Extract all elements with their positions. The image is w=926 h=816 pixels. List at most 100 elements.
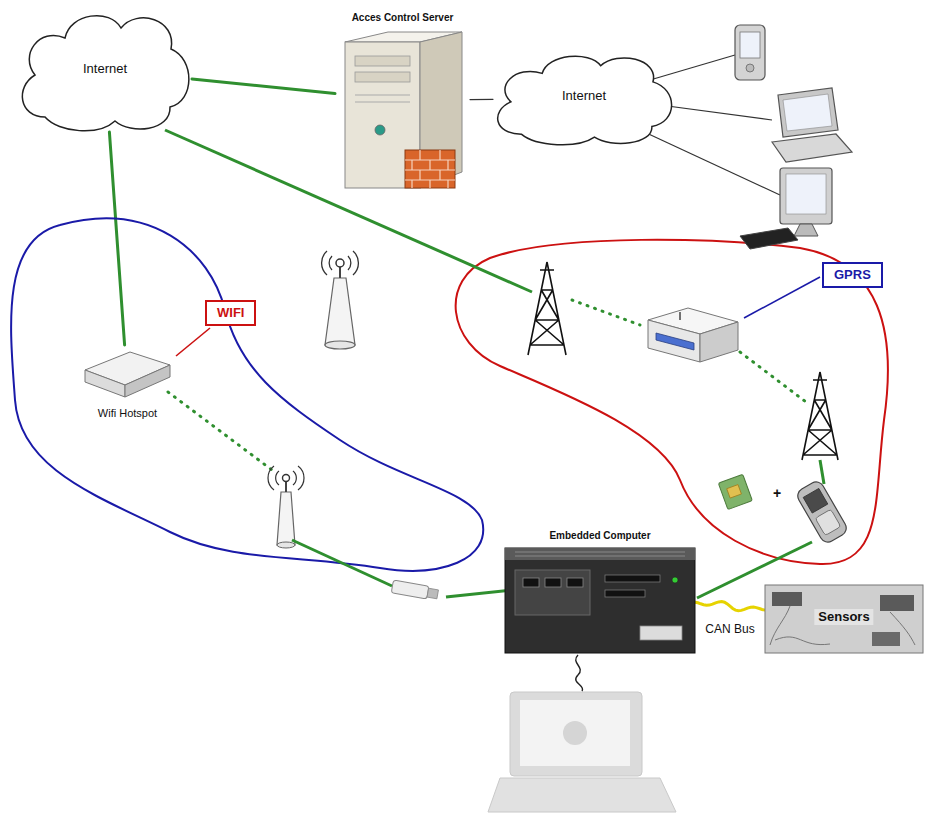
tablet-screen: [520, 700, 630, 766]
wifi-region: [11, 218, 483, 570]
wireless-link: [168, 392, 272, 470]
network-link: [470, 99, 493, 100]
sensor-wires: [770, 606, 915, 645]
firewall-bricks: [405, 150, 455, 188]
sensor-box: [772, 592, 802, 606]
keyboard-icon: [488, 778, 676, 812]
brand-plate: [640, 626, 682, 640]
sensor-box: [872, 632, 900, 646]
server-drive: [355, 72, 410, 82]
sensor-node: Sensors: [765, 585, 923, 653]
device-link: [650, 55, 735, 80]
antenna-tip: [336, 259, 344, 267]
hotspot-side: [125, 365, 170, 397]
gsm-tower: [528, 262, 566, 355]
sensor-box: [880, 595, 914, 611]
wireless-link: [572, 300, 640, 325]
firewall-icon: [405, 150, 455, 188]
dongle-plug: [427, 588, 438, 599]
node-label: WIFI: [217, 305, 244, 321]
sim-card: [718, 474, 752, 509]
device-link: [660, 105, 772, 120]
tablet-terminal: [488, 692, 676, 812]
computer-panel: [515, 570, 590, 615]
antenna-base: [325, 341, 355, 349]
tablet-cable: [576, 655, 583, 691]
device-link: [640, 130, 780, 195]
node-label: Embedded Computer: [549, 530, 650, 542]
antenna-mast: [285, 481, 287, 492]
server-vent: [355, 102, 410, 103]
sim-body: [718, 474, 752, 509]
server-node: Acces Control Server: [335, 8, 470, 193]
internet-cloud: Internet: [15, 5, 195, 135]
network-link: [109, 132, 124, 345]
sim-chip: [727, 485, 742, 499]
cloud-shape: [22, 16, 189, 131]
card-slot: [605, 590, 645, 597]
internet-cloud: Internet: [490, 48, 678, 148]
cable-link: [820, 460, 824, 484]
modem-side: [700, 322, 738, 362]
sensor-board: [765, 585, 923, 653]
laptop-screen: [778, 88, 838, 137]
pda-icon: [735, 25, 765, 80]
computer-port: [523, 578, 539, 587]
node-label: Internet: [562, 88, 606, 104]
cloud-shape: [498, 56, 672, 145]
server-power: [375, 125, 385, 135]
usb-dongle: [391, 580, 439, 601]
node-label: Wifi Hotspot: [98, 407, 157, 420]
hotspot-node: Wifi Hotspot: [80, 345, 175, 425]
pda-button: [746, 64, 754, 72]
node-label: GPRS: [834, 267, 871, 283]
server-drive: [355, 56, 410, 66]
computer-body: [505, 548, 695, 653]
antenna-icon: [277, 492, 295, 545]
wireless-link: [740, 352, 806, 402]
node-label: Acces Control Server: [352, 12, 454, 24]
power-led: [672, 577, 678, 583]
monitor-screen: [786, 174, 826, 214]
server-vent: [355, 95, 410, 96]
dongle-body: [391, 580, 429, 599]
cable-link: [446, 590, 512, 597]
tablet-body: [510, 692, 642, 776]
radio-waves: [268, 466, 304, 490]
computer-top: [505, 548, 695, 560]
callout-box: GPRS: [822, 262, 883, 288]
laptop-display: [783, 94, 832, 131]
node-label: Internet: [83, 61, 127, 77]
card-slot: [605, 575, 660, 582]
radio-waves: [322, 251, 359, 275]
antenna-icon: [325, 278, 355, 345]
modem-leds: [656, 333, 694, 350]
network-link: [192, 79, 335, 94]
monitor-stand: [794, 224, 818, 236]
mobile-phone: [795, 479, 849, 545]
plus-sign: +: [770, 485, 784, 502]
callout-box: WIFI: [205, 300, 256, 326]
cable-link: [292, 540, 392, 586]
cooling-fins: [515, 552, 685, 556]
phone-keys: [815, 509, 841, 535]
hotspot-front: [85, 370, 125, 397]
keyboard-icon: [740, 228, 798, 249]
antenna-base: [277, 542, 295, 548]
phone-screen: [803, 488, 828, 513]
bus-label: CAN Bus: [702, 622, 757, 636]
modem-front: [648, 320, 700, 362]
monitor-icon: [780, 168, 832, 224]
modem-light: [679, 312, 681, 320]
antenna-mast: [339, 266, 341, 278]
computer-port: [545, 578, 561, 587]
gsm-tower: [802, 372, 838, 460]
node-label: Sensors: [814, 609, 873, 625]
tablet-logo: [563, 721, 587, 745]
computer-node: Embedded Computer: [505, 528, 695, 655]
leader-line: [176, 328, 210, 356]
phone-body: [795, 479, 849, 545]
pda-screen: [740, 32, 760, 58]
laptop-base: [772, 134, 852, 162]
